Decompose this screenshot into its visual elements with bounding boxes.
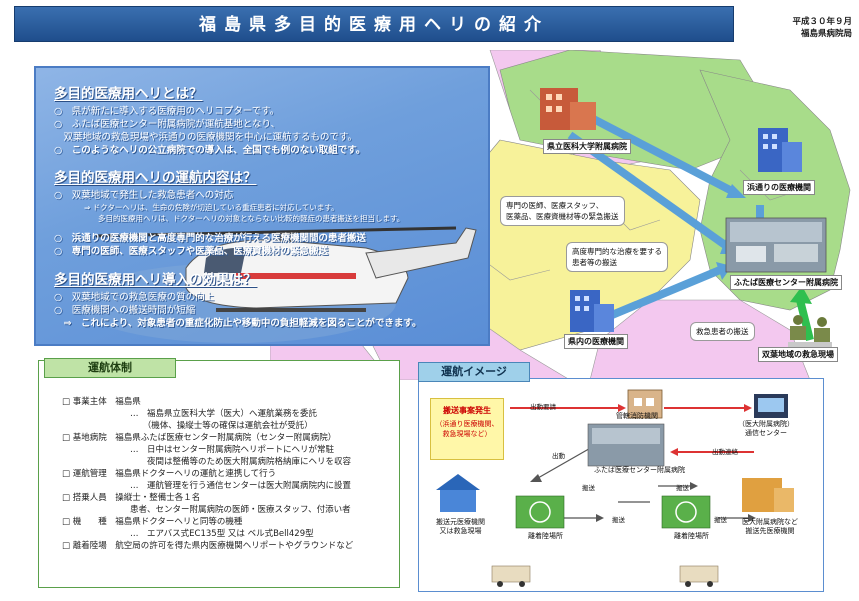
node-origin: 搬送元医療機関 又は救急現場 — [436, 518, 485, 535]
arrow-label-dispatch: 出動 — [552, 452, 565, 460]
list-item: 患者、センター附属病院の医師・医療スタッフ、付添い者 — [62, 505, 351, 515]
issuer-block: 平成３０年９月 福島県病院局 — [742, 16, 852, 40]
node-comm: （医大附属病院） 通信センター — [738, 420, 794, 437]
hamadori-hospital-icon — [758, 128, 802, 172]
list-item: 夜間は整備等のため医大附属病院格納庫にヘリを収容 — [62, 457, 352, 467]
list-item: □ 搭乗人員 操縦士・整備士各１名 — [62, 493, 201, 503]
operation-image-title: 運航イメージ — [418, 362, 530, 382]
label-hamadori-hospital: 浜通りの医療機関 — [743, 180, 815, 195]
label-university-hospital: 県立医科大学附属病院 — [543, 139, 631, 154]
helicopter-icon — [76, 226, 477, 343]
issue-date: 平成３０年９月 — [792, 17, 852, 27]
operation-list: □ 事業主体 福島県 … 福島県立医科大学（医大）へ運航業務を委託 （機体、操縦… — [62, 396, 353, 552]
list-item: … エアバス式EC135型 又は ベル式Bell429型 — [62, 529, 314, 539]
node-helipad-2: 離着陸場所 — [674, 532, 709, 540]
prefectural-hospital-icon — [570, 290, 614, 332]
list-item: □ 事業主体 福島県 — [62, 397, 141, 407]
intro-section-content: 多目的医療用ヘリの運航内容は？ ○ 双葉地域で発生した救急患者への対応 ⇒ ドク… — [54, 166, 404, 258]
list-item: （機体、操縦士等の確保は運航会社が受託） — [62, 421, 313, 431]
list-item: □ 基地病院 福島県ふたば医療センター附属病院（センター附属病院） — [62, 433, 337, 443]
list-item: □ 機 種 福島県ドクターヘリと同等の機種 — [62, 517, 243, 527]
heading-what: 多目的医療用ヘリとは？ — [54, 86, 203, 102]
operation-title: 運航体制 — [44, 358, 176, 378]
label-futaba-scene: 双葉地域の救急現場 — [758, 347, 838, 362]
label-futaba-center: ふたば医療センター附属病院 — [730, 275, 842, 290]
heading-content: 多目的医療用ヘリの運航内容は？ — [54, 170, 257, 186]
arrow-label-request: 出動要請 — [530, 403, 556, 411]
list-item: … 日中はセンター附属病院ヘリポートにヘリが常駐 — [62, 445, 335, 455]
futaba-center-photo — [725, 217, 827, 273]
request-box: 搬送事案発生 （浜通り医療機関、 救急現場など） — [430, 398, 504, 460]
intro-panel: 多目的医療用ヘリとは？ ○ 県が新たに導入する医療用のヘリコプターです。 ○ ふ… — [34, 66, 490, 346]
node-center: ふたば医療センター附属病院 — [594, 466, 685, 474]
arrow-label-contact: 出動連絡 — [712, 448, 738, 456]
arrow-label-transport3: 搬送 — [612, 516, 625, 524]
intro-section-what: 多目的医療用ヘリとは？ ○ 県が新たに導入する医療用のヘリコプターです。 ○ ふ… — [54, 82, 365, 157]
arrow-label-transport2: 搬送 — [676, 484, 689, 492]
page-title: 福島県多目的医療用ヘリの紹介 — [14, 6, 734, 42]
list-item: □ 運航管理 福島県ドクターヘリの運航と連携して行う — [62, 469, 277, 479]
bubble-advanced-transport: 高度専門的な治療を要する 患者等の搬送 — [566, 242, 668, 272]
rescue-scene-icon — [788, 315, 832, 348]
node-fire: 管轄消防機関 — [616, 412, 658, 420]
operation-panel — [38, 360, 400, 588]
node-destination: 医大附属病院など 搬送先医療機関 — [742, 518, 798, 535]
arrow-label-transport1: 搬送 — [582, 484, 595, 492]
label-prefectural-hospital: 県内の医療機関 — [564, 334, 628, 349]
intro-section-effect: 多目的医療用ヘリ導入の効果は？ ○ 双葉地域での救急医療の質の向上 ○ 医療機関… — [54, 268, 421, 330]
university-hospital-icon — [540, 88, 596, 130]
issuer-name: 福島県病院局 — [800, 29, 852, 39]
list-item: … 福島県立医科大学（医大）へ運航業務を委託 — [62, 409, 318, 419]
bubble-staff-transport: 専門の医師、医療スタッフ、 医薬品、医療資機材等の緊急搬送 — [500, 196, 625, 226]
bubble-emergency-transport: 救急患者の搬送 — [690, 322, 755, 341]
list-item: □ 離着陸場 航空局の許可を得た県内医療機関ヘリポートやグラウンドなど — [62, 541, 354, 551]
operation-flow-diagram — [436, 389, 794, 587]
list-item: … 運航管理を行う通信センターは医大附属病院内に設置 — [62, 481, 352, 491]
node-helipad-1: 離着陸場所 — [528, 532, 563, 540]
heading-effect: 多目的医療用ヘリ導入の効果は？ — [54, 272, 257, 288]
arrow-label-transport4: 搬送 — [714, 516, 727, 524]
